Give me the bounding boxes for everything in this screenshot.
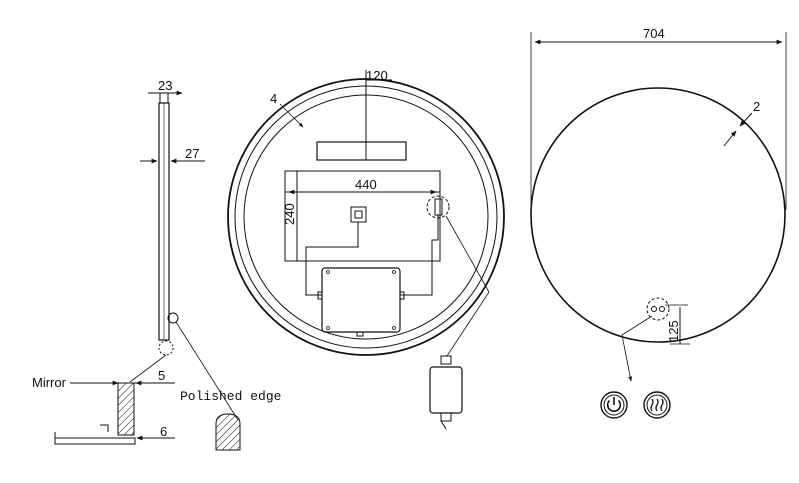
sensor-dot-left [651,306,657,312]
mirror-front-circle [530,87,786,343]
dim-switch-offset: 125 [666,320,681,342]
side-view: 23 27 Mirror 5 6 Polished edge [32,78,281,451]
electronics-panel [284,170,441,262]
part-number-4: 4 [270,91,277,106]
dim-bracket: 120 [366,68,388,83]
mirror-section-hatched [117,382,135,436]
dim-top-clip: 23 [158,78,172,93]
dim-border: 2 [753,99,760,114]
dim-thickness: 27 [185,146,199,161]
polished-edge-section [215,413,241,451]
edge-detail-circle [167,312,179,324]
label-polished-edge: Polished edge [180,389,281,404]
dim-diameter: 704 [643,26,665,41]
defog-heat-icon [643,391,671,419]
top-mounting-bracket [316,141,407,161]
top-clip [159,92,169,104]
sensor-dot-right [659,306,665,312]
detail-circle-side [158,340,174,356]
sensor-square-outer [350,206,367,223]
back-view: 120 4 440 240 [227,68,505,430]
sensor-square-inner [354,210,363,219]
dim-panel-height: 240 [282,203,297,225]
dim-mirror-offset: 5 [158,368,165,383]
dim-panel-width: 440 [355,177,377,192]
dim-base: 6 [160,424,167,439]
power-button-icon [600,391,628,419]
switch-connector [434,198,443,216]
junction-box [429,366,463,414]
wall-bracket-profile [54,424,136,445]
led-driver-box [321,267,401,333]
detail-circle-sensors [646,297,670,321]
front-view: 704 2 125 [530,26,787,419]
label-mirror: Mirror [32,375,67,390]
